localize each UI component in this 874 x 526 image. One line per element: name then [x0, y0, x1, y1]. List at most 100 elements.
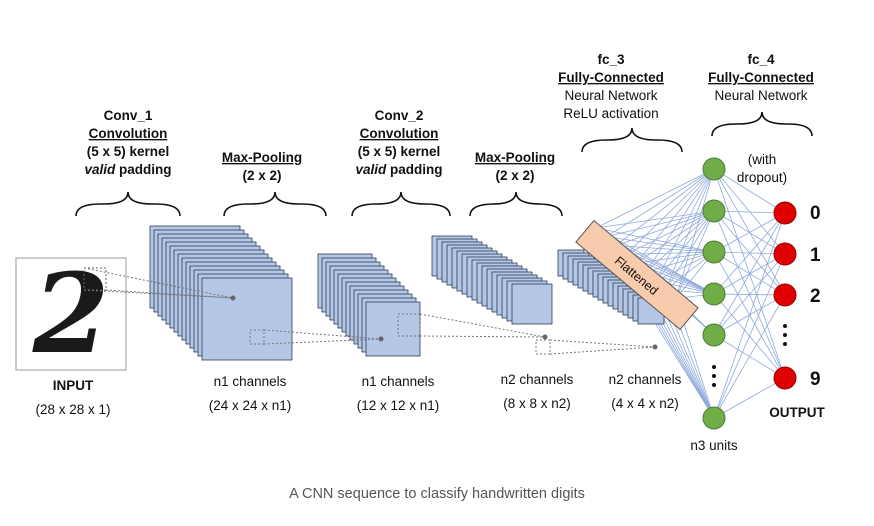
fc3-edge — [635, 210, 715, 264]
fc3-units: n3 units — [690, 438, 738, 453]
conv2-kernel: (5 x 5) kernel — [358, 144, 441, 159]
conv2-channels: n2 channels — [501, 372, 574, 387]
fc3-edge — [645, 251, 715, 273]
hidden-ellipsis — [712, 365, 716, 387]
pool1-type: Max-Pooling — [222, 150, 302, 165]
fc4-edge — [713, 212, 786, 336]
fc4-dropout-2: dropout) — [737, 170, 787, 185]
conv2-type: Convolution — [360, 126, 439, 141]
fc3-brace — [581, 127, 683, 153]
conv2-padding-rest: padding — [386, 162, 442, 177]
fc4-edge — [713, 212, 786, 419]
pool1-map — [365, 301, 421, 357]
conv2-map — [511, 283, 553, 325]
hidden-node — [702, 282, 726, 306]
conv1-brace — [75, 191, 181, 217]
pool2-brace — [469, 191, 563, 217]
fc4-edge — [713, 294, 786, 419]
fc4-edge — [713, 253, 786, 336]
conv1-map — [201, 277, 293, 361]
pool2-type: Max-Pooling — [475, 150, 555, 165]
output-ellipsis — [783, 324, 787, 346]
fc4-edge — [713, 377, 786, 419]
conv1-channels: n1 channels — [214, 374, 287, 389]
fc4-edge — [713, 212, 786, 295]
fc4-dropout-1: (with — [748, 152, 777, 167]
conv2-brace — [351, 191, 451, 217]
fc4-edge — [713, 253, 786, 419]
fc4-name: fc_4 — [747, 52, 775, 67]
conv1-padding: valid padding — [84, 162, 171, 177]
fc3-edge — [615, 168, 715, 246]
pool1-feature-maps — [317, 253, 421, 357]
output-title: OUTPUT — [769, 405, 825, 420]
pool2-dims: (4 x 4 x n2) — [611, 396, 679, 411]
pool1-brace — [223, 191, 327, 217]
output-node — [773, 283, 797, 307]
output-node — [773, 366, 797, 390]
fc3-type: Fully-Connected — [558, 70, 664, 85]
conv2-feature-maps — [431, 235, 553, 325]
fc3-edge — [595, 168, 715, 229]
conv1-kernel: (5 x 5) kernel — [87, 144, 170, 159]
conv2-name: Conv_2 — [375, 108, 424, 123]
fc3-edge — [605, 168, 715, 238]
output-node — [773, 201, 797, 225]
hidden-node — [702, 323, 726, 347]
fc4-edge — [713, 168, 786, 255]
receptive-field-lines — [83, 267, 656, 355]
pool1-dims: (12 x 12 x n1) — [357, 398, 440, 413]
pool1-size: (2 x 2) — [242, 168, 281, 183]
conv1-feature-maps — [149, 225, 293, 361]
fc3-edge — [625, 168, 715, 255]
fc3-edge — [645, 210, 715, 273]
fc3-edge — [595, 210, 715, 229]
layer-braces — [75, 111, 813, 217]
output-node — [773, 242, 797, 266]
conv1-type: Convolution — [89, 126, 168, 141]
hidden-node — [702, 199, 726, 223]
network-nodes — [702, 157, 797, 430]
fc3-edge — [615, 245, 715, 253]
receptive-field-dots — [230, 295, 658, 350]
input-size: (28 x 28 x 1) — [35, 402, 110, 417]
conv1-dims: (24 x 24 x n1) — [209, 398, 292, 413]
fc4-desc1: Neural Network — [714, 88, 807, 103]
fc3-edge — [675, 210, 715, 299]
fc3-edge — [675, 168, 715, 299]
fc3-name: fc_3 — [597, 52, 625, 67]
input-image: 2 — [15, 249, 127, 378]
input-digit: 2 — [32, 249, 110, 378]
hidden-node — [702, 240, 726, 264]
fc4-edge — [713, 168, 786, 296]
fc4-type: Fully-Connected — [708, 70, 814, 85]
conv1-name: Conv_1 — [104, 108, 153, 123]
conv1-padding-rest: padding — [115, 162, 171, 177]
conv2-dims: (8 x 8 x n2) — [503, 396, 571, 411]
conv1-padding-word: valid — [84, 162, 116, 177]
fc3-desc1: Neural Network — [564, 88, 657, 103]
fc3-desc2: ReLU activation — [563, 106, 658, 121]
output-label-2: 2 — [810, 286, 821, 307]
hidden-node — [702, 406, 726, 430]
output-label-1: 1 — [810, 245, 821, 266]
fc3-edge — [655, 168, 715, 281]
conv2-padding-word: valid — [355, 162, 387, 177]
fc3-edge — [635, 168, 715, 264]
pool2-channels: n2 channels — [609, 372, 682, 387]
fc4-brace — [711, 111, 813, 137]
input-title: INPUT — [53, 378, 94, 393]
output-label-9: 9 — [810, 369, 821, 390]
fc4-edge — [713, 210, 786, 214]
pool1-channels: n1 channels — [362, 374, 435, 389]
fc4-edge — [713, 168, 786, 214]
hidden-node — [702, 157, 726, 181]
fc3-edge — [645, 168, 715, 273]
figure-caption: A CNN sequence to classify handwritten d… — [289, 486, 585, 502]
output-label-0: 0 — [810, 203, 821, 224]
pool2-size: (2 x 2) — [495, 168, 534, 183]
fc4-edge — [713, 212, 786, 253]
fc3-edge — [665, 168, 715, 290]
fc3-edge — [655, 210, 715, 282]
